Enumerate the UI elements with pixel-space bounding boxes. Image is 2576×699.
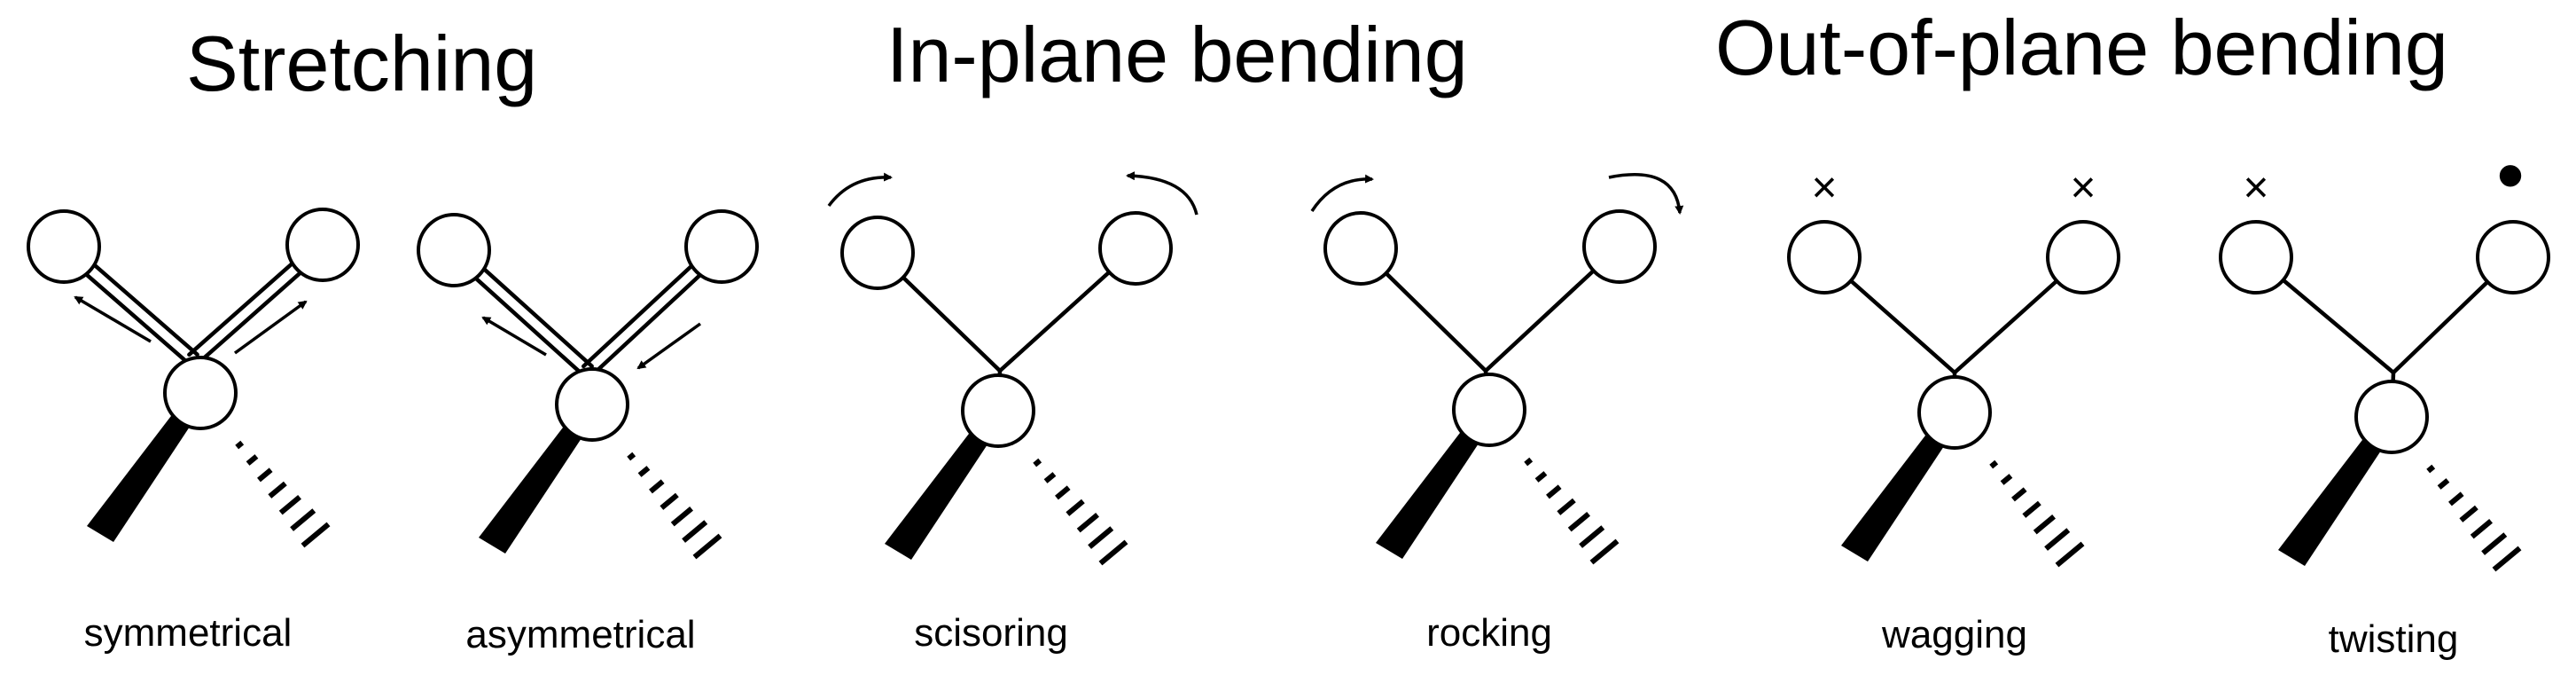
label-rocking: rocking [1426,611,1552,655]
wedge-bond [2278,436,2381,566]
hash-bond-line [1546,484,1562,499]
atom-right [684,209,759,284]
hash-bond-line [2481,532,2508,555]
hash-bond-line [1557,498,1576,515]
hash-bond-line [1579,525,1605,548]
atom-right [2046,220,2120,295]
atom-center [1452,373,1526,447]
hash-bond-line [257,467,273,483]
twisting-left-marker: × [2243,162,2268,212]
atom-center [2354,380,2429,454]
wedge-bond [1376,429,1479,559]
atom-left [840,216,915,290]
atom-left [27,209,101,284]
arrow-out-right [233,300,308,355]
atom-center [1917,375,1992,450]
hash-bond-line [2426,464,2436,474]
atom-center [555,367,629,442]
hash-bond-line [2011,487,2027,502]
hash-bond-line [692,533,722,560]
heading-in-plane-bending: In-plane bending [886,11,1468,98]
atom-left [1323,211,1398,286]
molecule-3 [1310,173,1684,565]
hash-bond-line [1534,471,1548,483]
hash-bond-line [1066,499,1085,516]
atom-left [417,213,491,287]
hash-bond-line [1989,459,1999,469]
arrow-curve-right [1126,171,1198,216]
hash-bond-line [2492,546,2522,572]
arrow-out-left [74,295,152,343]
hash-bond-line [660,492,679,510]
hash-bond-line [290,508,316,531]
atom-center [163,356,238,430]
molecules [27,171,2550,572]
molecule-5 [2219,220,2550,572]
atom-right [1098,211,1173,286]
hash-bond-line [1088,526,1114,549]
wedge-bond [885,430,987,560]
hash-bond-line [1567,511,1591,532]
hash-bond-line [246,454,259,466]
hash-bond-line [649,479,665,494]
label-asymmetrical: asymmetrical [465,613,695,656]
heading-stretching: Stretching [186,20,537,107]
hash-bond-line [1524,457,1534,467]
arrow-curve-left [827,172,893,208]
hash-bond-line [2044,528,2071,551]
hash-bond-line [301,522,331,548]
hash-bond-line [2470,518,2494,539]
wedge-bond [87,412,190,542]
hash-bond-line [2437,478,2450,490]
hash-bond-line [268,481,287,499]
hash-bond-line [1076,512,1100,533]
arrow-out-left [481,316,547,357]
wedge-bond [479,424,582,554]
hash-bond-line [1055,485,1071,500]
hash-bond-line [1589,538,1620,565]
hash-bond-line [2448,491,2464,507]
hash-bond-line [2000,474,2013,485]
hash-bond-line [235,440,245,450]
molecule-2 [827,171,1198,566]
molecule-0 [27,208,360,548]
hash-bond-line [627,452,636,461]
atom-center [961,373,1035,448]
atom-left [2219,220,2293,295]
label-symmetrical: symmetrical [84,611,293,655]
molecule-1 [417,209,759,560]
atom-left [1787,220,1862,295]
arrow-curve-left [1310,174,1374,212]
label-wagging: wagging [1881,613,2027,656]
heading-out-of-plane-bending: Out-of-plane bending [1715,4,2448,91]
hash-bond-line [2022,500,2041,518]
hash-bond-line [1033,458,1042,467]
hash-bond-line [670,506,694,527]
label-twisting: twisting [2329,617,2459,661]
arrow-in-right [636,322,702,370]
hash-bond-line [2033,514,2057,535]
hash-bond-line [2055,541,2085,568]
arrow-curve-right [1608,173,1684,215]
wagging-right-marker: × [2070,162,2096,212]
hash-bond-line [637,466,651,477]
hash-bond-line [1043,472,1057,483]
atom-right [285,208,360,282]
twisting-right-marker: • [2496,131,2525,220]
hash-bond-line [1098,539,1128,566]
atom-right [1582,209,1657,284]
molecule-4 [1787,220,2120,568]
wedge-bond [1841,432,1944,562]
atom-right [2476,220,2550,295]
wagging-left-marker: × [1811,162,1837,212]
hash-bond-line [2459,505,2478,522]
label-scisoring: scisoring [914,611,1068,655]
hash-bond-line [278,494,302,515]
hash-bond-line [682,520,708,543]
